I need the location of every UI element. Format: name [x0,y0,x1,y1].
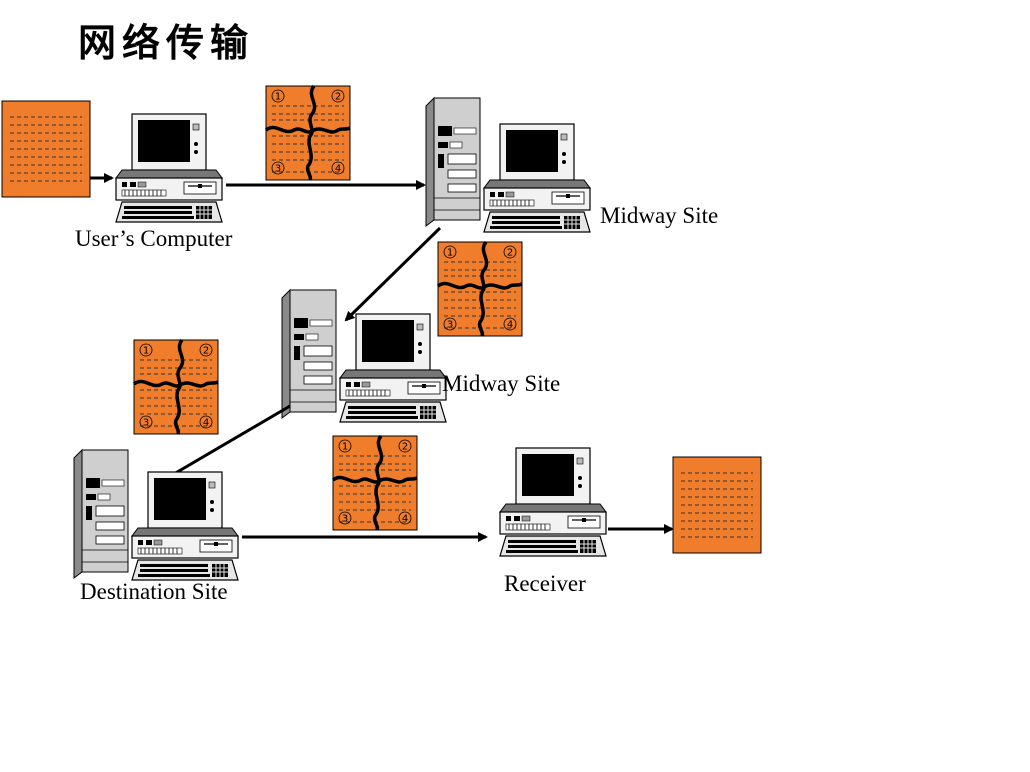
users-computer-document [1,100,91,198]
packet-4-piece-1-circle [338,439,352,453]
packet-3-piece-2-circle [199,343,213,357]
packet-3-piece-1-number: 1 [143,346,149,357]
packet-4-piece-2-number: 2 [402,442,408,453]
packet-1-piece-4-number: 4 [335,164,341,175]
packet-4-piece-3-circle [338,511,352,525]
packet-1-piece-3-circle [271,161,285,175]
users-computer-label: User’s Computer [75,226,233,251]
midway-site-2-label: Midway Site [442,371,561,396]
destination-site-tower-icon [73,449,129,579]
packet-2-piece-4-number: 4 [507,320,513,331]
packet-2-piece-4-circle [503,317,517,331]
packet-3-piece-3-number: 3 [143,418,149,429]
packet-4-piece-4-circle [398,511,412,525]
receiver-document [672,456,762,554]
midway-site-1-tower-icon [425,97,481,227]
page-title: 网络传输 [78,20,255,65]
packet-4-piece-4-number: 4 [402,514,408,525]
users-computer-icon [115,113,223,223]
packet-4-piece-2-circle [398,439,412,453]
packet-3-piece-4-number: 4 [203,418,209,429]
packet-3-piece-4-circle [199,415,213,429]
packet-1-piece-1-circle [271,89,285,103]
packet-3-piece-1-circle [139,343,153,357]
receiver-icon [499,447,607,557]
packet-2-piece-2-number: 2 [507,248,513,259]
packet-1-piece-1-number: 1 [275,92,281,103]
arrow-midway-1-to-midway-2 [344,226,442,322]
midway-site-1-desktop-icon [483,123,591,233]
receiver-label: Receiver [504,571,586,596]
destination-site-desktop-icon [131,471,239,581]
packet-1-piece-2-number: 2 [335,92,341,103]
midway-site-2-tower-icon [281,289,337,419]
packet-1-piece-3-number: 3 [275,164,281,175]
packet-2-piece-2-circle [503,245,517,259]
destination-site-label: Destination Site [80,579,228,604]
packet-2-piece-1-circle [443,245,457,259]
packet-2-piece-3-number: 3 [447,320,453,331]
packet-3-piece-2-number: 2 [203,346,209,357]
packet-2-piece-1-number: 1 [447,248,453,259]
midway-site-2-desktop-icon [339,313,447,423]
packet-1-piece-2-circle [331,89,345,103]
packet-2-piece-3-circle [443,317,457,331]
packet-4-piece-3-number: 3 [342,514,348,525]
packet-4-piece-1-number: 1 [342,442,348,453]
midway-site-1-label: Midway Site [600,203,719,228]
packet-1-piece-4-circle [331,161,345,175]
packet-3-piece-3-circle [139,415,153,429]
